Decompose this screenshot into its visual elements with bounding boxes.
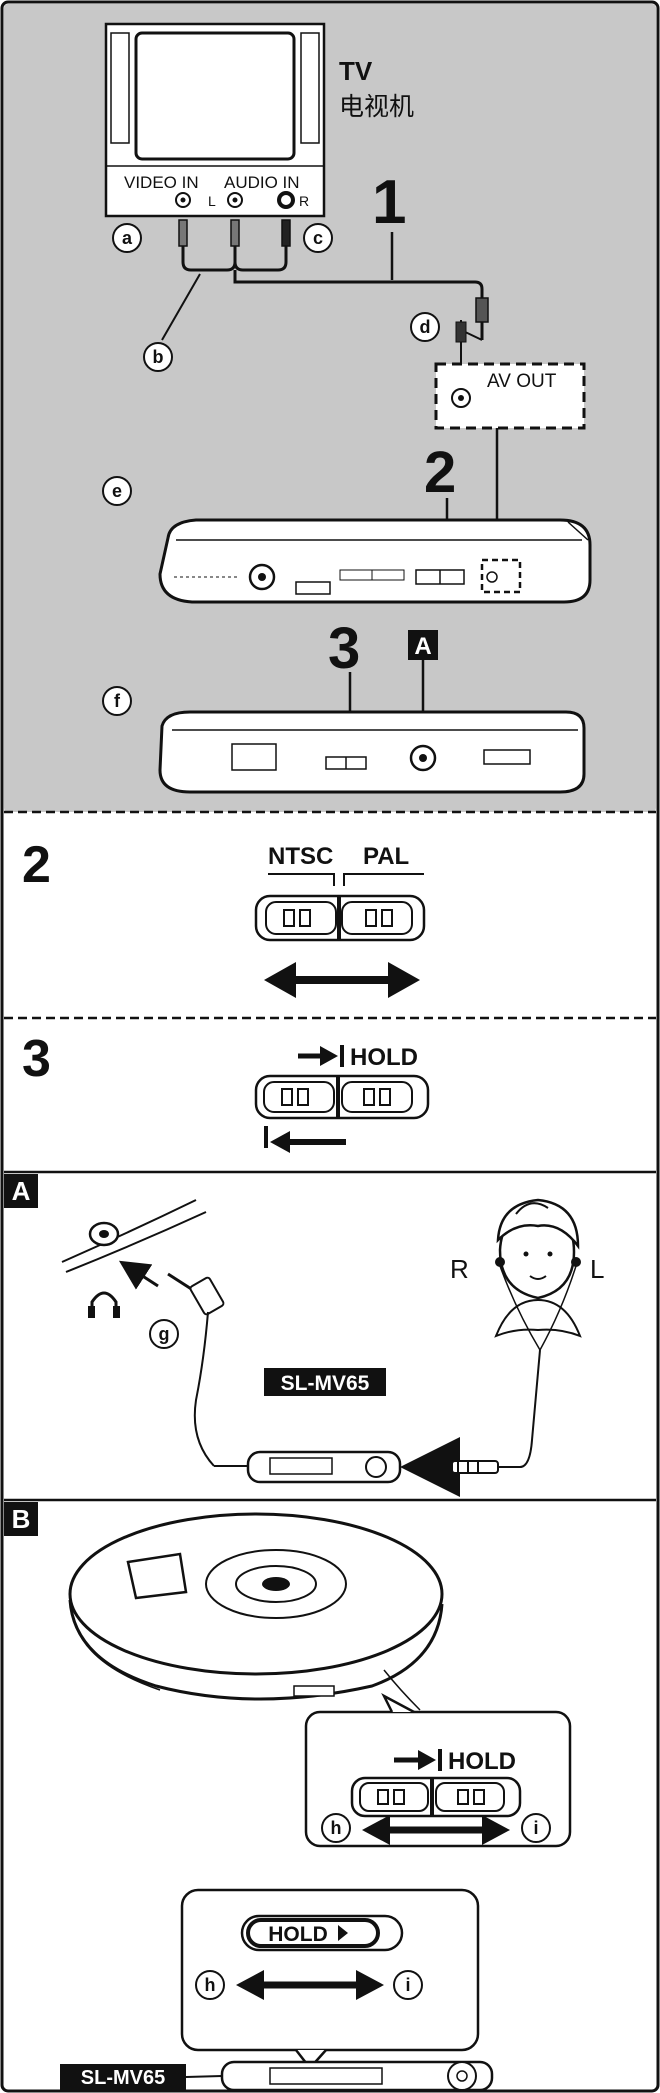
hold-switch-location-section: B HOLD [4, 1502, 572, 2092]
remote-model-label: SL-MV65 [281, 1372, 370, 1395]
headphones-section: A g SL-MV65 [4, 1174, 604, 1497]
callout-g: g [149, 1319, 179, 1349]
remote-control [214, 1450, 402, 1484]
audio-r-jack [277, 191, 295, 209]
callout-h-player [321, 1813, 351, 1843]
callout-i-remote [393, 1970, 423, 2000]
section-2-number: 2 [22, 836, 51, 894]
player-hold-label: HOLD [448, 1748, 516, 1775]
av-out-box: AV OUT [434, 362, 586, 430]
svg-text:b: b [153, 347, 164, 367]
remote-hold-label: HOLD [268, 1923, 328, 1946]
cd-player-illustration [68, 1512, 444, 1711]
player-side-view-f [158, 710, 586, 794]
callout-e: e [102, 476, 132, 506]
section-b-marker: B [12, 1504, 31, 1534]
remote-model-label-b: SL-MV65 [81, 2067, 165, 2089]
audio-l-label: L [208, 193, 216, 209]
hold-section: 3 HOLD [22, 1030, 430, 1153]
tv-connection-panel: VIDEO IN AUDIO IN L R TV 电视机 [4, 4, 656, 812]
section-3-number: 3 [22, 1030, 51, 1088]
hold-switch [254, 1074, 430, 1120]
svg-text:a: a [122, 228, 133, 248]
tv-screen [134, 31, 296, 161]
svg-text:g: g [159, 1324, 170, 1344]
audio-r-label: R [299, 193, 309, 209]
player-side-view-e [158, 518, 592, 604]
right-ear-label: R [450, 1254, 469, 1284]
tv-title-chinese: 电视机 [339, 92, 414, 121]
svg-text:i: i [405, 1975, 410, 1995]
earphone-plug [451, 1349, 541, 1474]
av-out-label: AV OUT [487, 371, 557, 392]
step-1-number: 1 [372, 168, 406, 237]
callout-c: c [303, 223, 333, 253]
callout-b: b [143, 342, 173, 372]
callout-f: f [102, 686, 132, 716]
double-arrow-icon [264, 962, 420, 998]
video-in-label: VIDEO IN [124, 173, 199, 192]
callout-h-remote [195, 1970, 225, 2000]
headphone-plug [167, 1272, 225, 1467]
remote-control-b [185, 2060, 494, 2092]
svg-text:h: h [205, 1975, 216, 1995]
pal-label: PAL [363, 843, 409, 870]
svg-text:f: f [114, 691, 121, 711]
svg-text:e: e [112, 481, 122, 501]
svg-text:c: c [313, 228, 323, 248]
svg-text:h: h [331, 1818, 342, 1838]
tv-title: TV [339, 56, 373, 86]
marker-a-box: A [408, 630, 438, 660]
audio-in-label: AUDIO IN [224, 173, 300, 192]
hold-label: HOLD [350, 1044, 418, 1071]
ntsc-pal-switch [254, 894, 426, 942]
callout-d: d [410, 312, 440, 342]
tv-set: VIDEO IN AUDIO IN L R [104, 22, 326, 218]
section-a-marker: A [12, 1176, 31, 1206]
callout-a: a [112, 223, 142, 253]
svg-text:i: i [533, 1818, 538, 1838]
svg-text:d: d [420, 317, 431, 337]
av-cable [161, 219, 489, 392]
step-2-number: 2 [424, 440, 456, 505]
slide-left-arrow-icon [264, 1126, 346, 1153]
ntsc-label: NTSC [268, 843, 333, 870]
svg-text:A: A [414, 633, 431, 660]
left-ear-label: L [590, 1254, 604, 1284]
step-3-number: 3 [328, 616, 360, 681]
callout-i-player [521, 1813, 551, 1843]
player-hold-callout: HOLD h i [304, 1693, 572, 1848]
hold-arrow-icon [298, 1045, 344, 1067]
ntsc-pal-section: 2 NTSC PAL [22, 836, 426, 998]
headphone-icon [88, 1291, 120, 1318]
remote-hold-callout: HOLD h i [180, 1888, 480, 2070]
person-with-earphones-figure [494, 1198, 582, 1351]
